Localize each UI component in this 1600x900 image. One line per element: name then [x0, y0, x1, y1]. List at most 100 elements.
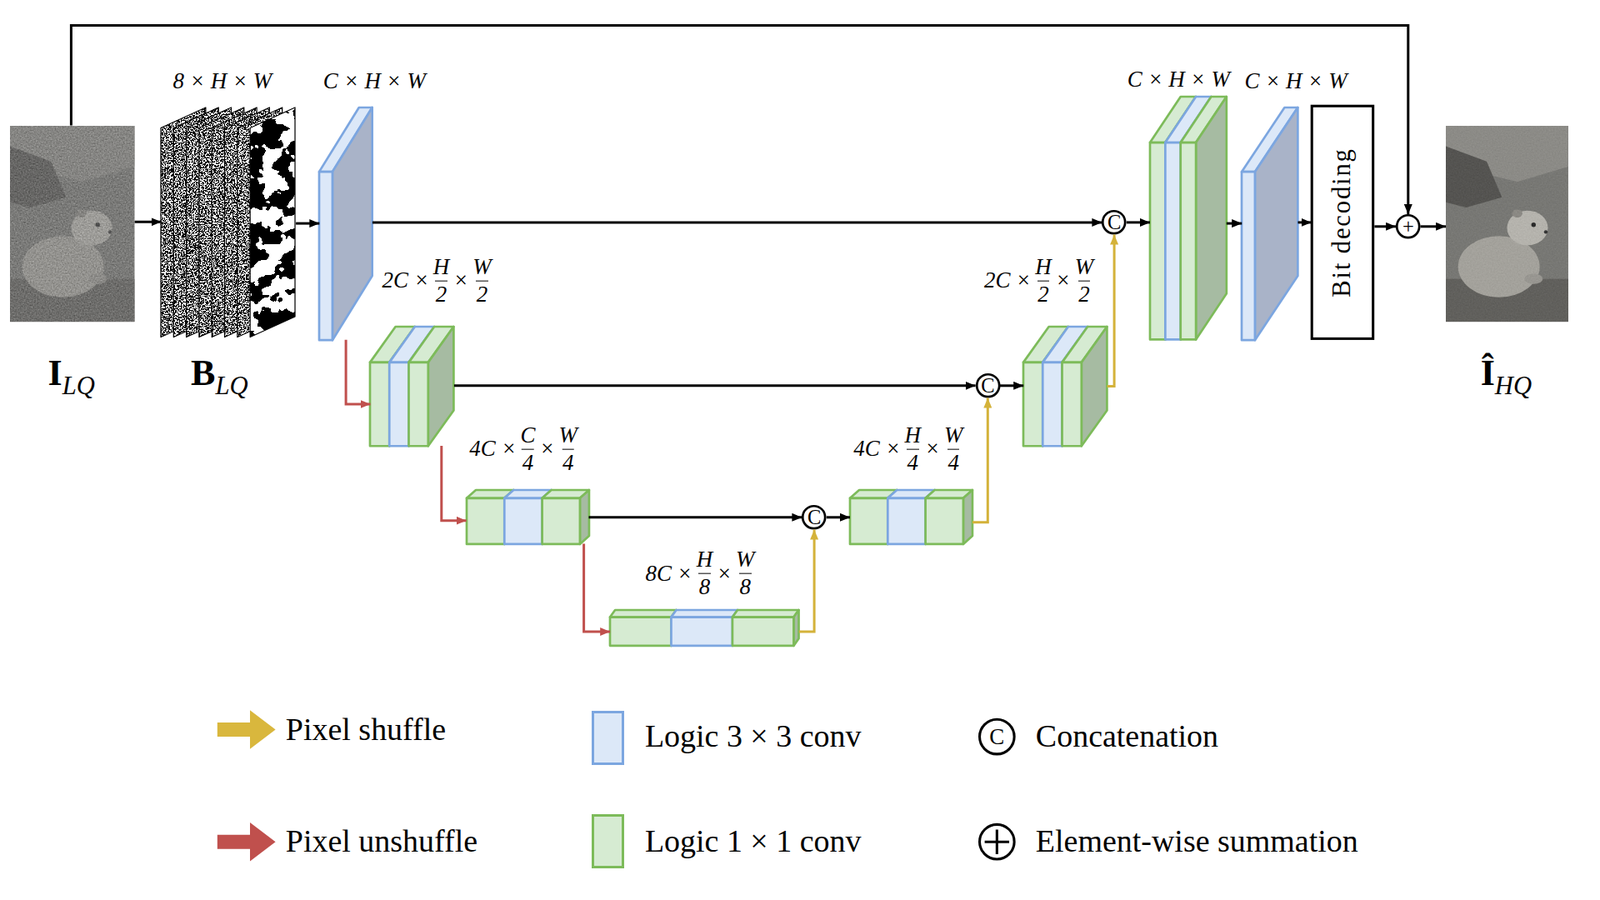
- data-arrow: [1000, 384, 1024, 387]
- slab-front: [409, 362, 429, 446]
- symbol-circle: C: [975, 373, 1000, 398]
- box-outline: [1312, 105, 1374, 339]
- symbol-letter: C: [989, 725, 1005, 749]
- fraction-numerator: H: [696, 547, 713, 574]
- fraction-denominator: 4: [906, 448, 920, 475]
- fraction: H2: [433, 254, 450, 307]
- slab-side: [332, 107, 373, 340]
- data-arrow: [826, 515, 850, 519]
- slab-side: [1081, 326, 1108, 446]
- legend-arrow-red: [217, 822, 276, 862]
- node-shape: [1241, 107, 1298, 340]
- fraction: W4: [944, 422, 963, 475]
- slab-front: [370, 362, 390, 446]
- symbol-subscript: LQ: [215, 371, 248, 400]
- fraction-numerator: H: [904, 422, 920, 449]
- symbol-letter: C: [1107, 210, 1121, 234]
- node-shape: [1445, 125, 1569, 322]
- slab-front: [925, 498, 964, 545]
- conv-block: 2C ×H2×W2: [370, 326, 454, 446]
- label-group: ÎHQ: [1480, 353, 1532, 394]
- fraction-denominator: 8: [739, 573, 752, 600]
- slab-front: [1241, 171, 1255, 340]
- slab-side: [1195, 96, 1227, 340]
- label-group: 2C ×H2×W2: [984, 254, 1098, 307]
- circle-outline: [1103, 210, 1126, 234]
- fraction: H2: [1035, 254, 1051, 307]
- fraction-denominator: 4: [947, 448, 960, 475]
- fraction-numerator: W: [472, 254, 491, 280]
- label-group: ILQ: [48, 353, 95, 394]
- fraction: W4: [559, 422, 578, 475]
- node-shape: [1023, 326, 1107, 446]
- label-group: BLQ: [190, 353, 249, 394]
- symbol-subscript: LQ: [62, 371, 95, 400]
- data-arrow: [295, 222, 320, 225]
- fraction-numerator: H: [1035, 254, 1051, 280]
- unshuffle-arrow: [441, 445, 467, 521]
- node-shape: [370, 326, 454, 446]
- symbol-letter: C: [807, 505, 821, 529]
- image-node: ÎHQ: [1445, 125, 1569, 322]
- fraction: H8: [696, 547, 713, 600]
- fraction: W2: [472, 254, 491, 307]
- symbol-letter: C: [980, 374, 995, 397]
- node-shape: [10, 125, 135, 322]
- conv-block: 8C ×H8×W8: [610, 610, 800, 646]
- label-group: +: [1402, 216, 1415, 237]
- legend-text: Concatenation: [1035, 720, 1219, 753]
- symbol-name: I: [48, 352, 63, 394]
- fraction: H4: [904, 422, 920, 475]
- fraction-denominator: 4: [561, 448, 575, 475]
- legend-swatch: [591, 710, 625, 765]
- node-shape: [850, 490, 973, 545]
- symbol-circle: C: [1101, 210, 1126, 235]
- bit-plane-stack: 8 × H × WBLQ: [160, 107, 296, 338]
- dimension-label: C × H × W: [1127, 66, 1230, 92]
- data-arrow: [454, 384, 976, 387]
- shuffle-arrow: [799, 530, 815, 633]
- fraction-denominator: 2: [1078, 280, 1091, 307]
- label-group: 8C ×H8×W8: [645, 547, 759, 600]
- times-sign: ×: [1055, 268, 1071, 294]
- dimension-label: 4C ×: [853, 436, 900, 462]
- times-sign: ×: [453, 268, 469, 294]
- fraction: C4: [520, 422, 536, 475]
- slab-side: [428, 326, 455, 446]
- unshuffle-arrow: [584, 544, 611, 632]
- bit-plane-outline: [250, 107, 296, 338]
- symbol-name: Î: [1480, 352, 1495, 394]
- data-arrow: [589, 515, 803, 519]
- legend-text: Logic 3 × 3 conv: [645, 720, 862, 753]
- times-sign: ×: [925, 436, 940, 462]
- slab-front: [850, 498, 888, 545]
- legend-text: Element-wise summation: [1035, 825, 1359, 858]
- legend-text: Logic 1 × 1 conv: [645, 825, 862, 858]
- slab-front: [732, 617, 794, 646]
- label-group: 4C ×C4×W4: [469, 422, 582, 475]
- slab-front: [1180, 142, 1196, 340]
- circle-outline: [976, 374, 1000, 397]
- bit-plane: [250, 107, 296, 338]
- times-sign: ×: [716, 560, 732, 586]
- legend-arrow-yellow: [217, 710, 276, 750]
- fraction-denominator: 8: [698, 573, 711, 600]
- legend-concat-symbol: [980, 719, 1015, 755]
- conv-block: 4C ×C4×W4: [466, 490, 590, 545]
- data-arrow: [1126, 220, 1150, 224]
- box-label: Bit decoding: [1328, 147, 1357, 297]
- fraction-denominator: 2: [1037, 280, 1050, 307]
- legend-text: Pixel unshuffle: [285, 825, 478, 858]
- slab-side: [579, 490, 589, 545]
- slab-front: [504, 498, 542, 545]
- legend-plus-sign: [985, 830, 1010, 855]
- dimension-label: 2C ×: [984, 268, 1031, 294]
- dimension-label: C × H × W: [323, 68, 426, 94]
- conv-block: C × H × W: [319, 107, 373, 340]
- slab-front: [319, 171, 333, 340]
- fraction-numerator: C: [520, 422, 536, 449]
- slab-front: [1062, 362, 1082, 446]
- label-group: C × H × W: [1245, 69, 1348, 95]
- slab-side: [1255, 107, 1298, 340]
